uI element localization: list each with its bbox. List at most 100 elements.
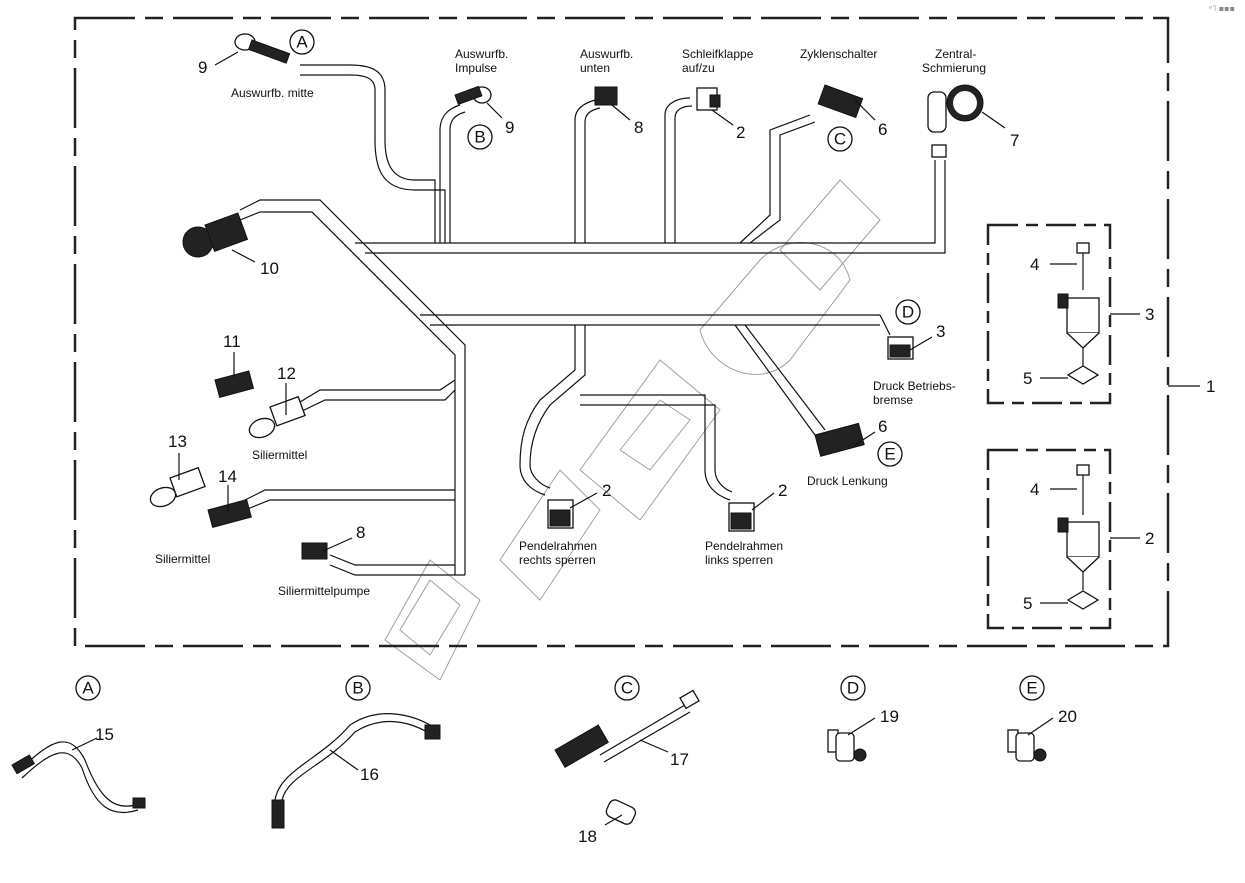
svg-text:4: 4 bbox=[1030, 480, 1039, 499]
callout-11: 11 bbox=[223, 332, 241, 378]
callout-6a: 6 C Zyklenschalter bbox=[800, 47, 887, 152]
svg-text:4: 4 bbox=[1030, 255, 1039, 274]
part-15: 15 bbox=[95, 725, 114, 744]
svg-text:8: 8 bbox=[634, 118, 643, 137]
svg-text:A: A bbox=[82, 679, 94, 698]
callout-13: 13 bbox=[168, 432, 187, 480]
detail-box-3: 4 5 3 bbox=[986, 223, 1154, 405]
svg-text:Schleifklappe: Schleifklappe bbox=[682, 47, 754, 61]
connector-6a[interactable] bbox=[817, 84, 864, 119]
callout-10: 10 bbox=[231, 249, 279, 278]
svg-text:B: B bbox=[474, 128, 485, 147]
connector-8a[interactable] bbox=[594, 86, 618, 106]
label-1: 1 bbox=[1206, 377, 1215, 396]
accessory-A[interactable]: A 15 bbox=[11, 675, 146, 814]
svg-text:rechts sperren: rechts sperren bbox=[519, 553, 596, 567]
svg-text:auf/zu: auf/zu bbox=[682, 61, 715, 75]
callout-9b: 9 B Auswurfb. Impulse bbox=[455, 47, 514, 150]
part-18: 18 bbox=[578, 827, 597, 846]
callout-2a: 2 Schleifklappe auf/zu bbox=[682, 47, 754, 142]
callout-12: 12 Siliermittel bbox=[252, 364, 307, 462]
part-19: 19 bbox=[880, 707, 899, 726]
part-20: 20 bbox=[1058, 707, 1077, 726]
svg-text:Siliermittelpumpe: Siliermittelpumpe bbox=[278, 584, 370, 598]
connector-9a[interactable] bbox=[234, 33, 291, 64]
svg-text:D: D bbox=[902, 303, 914, 322]
svg-text:3: 3 bbox=[936, 322, 945, 341]
connector-11[interactable] bbox=[214, 370, 255, 398]
svg-text:11: 11 bbox=[223, 332, 241, 351]
connector-7[interactable] bbox=[927, 84, 984, 158]
callout-14: 14 Siliermittel bbox=[155, 467, 237, 566]
svg-text:5: 5 bbox=[1023, 369, 1032, 388]
corner-mark: ᵒ˥ ▪▪▪ bbox=[1208, 4, 1235, 13]
svg-text:Siliermittel: Siliermittel bbox=[155, 552, 210, 566]
svg-text:Druck Lenkung: Druck Lenkung bbox=[807, 474, 888, 488]
svg-text:3: 3 bbox=[1145, 305, 1154, 324]
svg-text:Zyklenschalter: Zyklenschalter bbox=[800, 47, 877, 61]
callout-6b: 6 E Druck Lenkung bbox=[807, 417, 903, 488]
svg-text:Auswurfb.: Auswurfb. bbox=[455, 47, 508, 61]
connector-2c[interactable] bbox=[728, 502, 755, 532]
main-trunk bbox=[234, 64, 946, 576]
svg-text:E: E bbox=[884, 445, 895, 464]
accessory-B[interactable]: B 16 bbox=[271, 675, 441, 829]
svg-text:9: 9 bbox=[505, 118, 514, 137]
svg-text:unten: unten bbox=[580, 61, 610, 75]
svg-text:Zentral-: Zentral- bbox=[935, 47, 976, 61]
svg-text:bremse: bremse bbox=[873, 393, 913, 407]
connector-14[interactable] bbox=[207, 499, 252, 528]
svg-text:Schmierung: Schmierung bbox=[922, 61, 986, 75]
svg-text:2: 2 bbox=[1145, 529, 1154, 548]
accessory-C[interactable]: C 17 18 bbox=[554, 675, 700, 846]
caption-auswurfb-mitte: Auswurfb. mitte bbox=[231, 86, 314, 100]
callout-7: 7 Zentral- Schmierung bbox=[922, 47, 1019, 150]
svg-text:Pendelrahmen: Pendelrahmen bbox=[705, 539, 783, 553]
svg-text:13: 13 bbox=[168, 432, 187, 451]
connector-9b[interactable] bbox=[454, 85, 492, 106]
part-17: 17 bbox=[670, 750, 689, 769]
svg-text:8: 8 bbox=[356, 523, 365, 542]
callout-8a: 8 Auswurfb. unten bbox=[580, 47, 643, 137]
svg-text:2: 2 bbox=[602, 481, 611, 500]
accessory-D[interactable]: D 19 bbox=[827, 675, 899, 762]
svg-text:14: 14 bbox=[218, 467, 237, 486]
watermark bbox=[384, 179, 881, 681]
svg-text:7: 7 bbox=[1010, 131, 1019, 150]
callout-2c: 2 Pendelrahmen links sperren bbox=[705, 481, 787, 567]
svg-text:D: D bbox=[847, 679, 859, 698]
callout-3: 3 D Druck Betriebs- bremse bbox=[873, 299, 956, 407]
svg-text:Pendelrahmen: Pendelrahmen bbox=[519, 539, 597, 553]
connector-12[interactable] bbox=[247, 395, 306, 441]
svg-text:6: 6 bbox=[878, 120, 887, 139]
connector-2a[interactable] bbox=[696, 87, 721, 111]
accessory-E[interactable]: E 20 bbox=[1007, 675, 1077, 762]
callout-8b: 8 Siliermittelpumpe bbox=[278, 523, 370, 598]
svg-text:Auswurfb.: Auswurfb. bbox=[580, 47, 633, 61]
svg-text:2: 2 bbox=[778, 481, 787, 500]
svg-text:12: 12 bbox=[277, 364, 296, 383]
svg-text:Impulse: Impulse bbox=[455, 61, 497, 75]
connector-10[interactable] bbox=[182, 212, 249, 258]
svg-text:Druck Betriebs-: Druck Betriebs- bbox=[873, 379, 956, 393]
connector-6b[interactable] bbox=[814, 422, 865, 457]
svg-text:5: 5 bbox=[1023, 594, 1032, 613]
connector-2b[interactable] bbox=[547, 499, 574, 529]
svg-text:9: 9 bbox=[198, 58, 207, 77]
callout-9a: 9 A Auswurfb. mitte bbox=[198, 29, 315, 100]
svg-text:A: A bbox=[296, 33, 308, 52]
part-16: 16 bbox=[360, 765, 379, 784]
connector-13[interactable] bbox=[148, 466, 206, 510]
svg-text:C: C bbox=[834, 130, 846, 149]
connector-3[interactable] bbox=[887, 336, 914, 360]
svg-text:B: B bbox=[352, 679, 363, 698]
svg-text:Siliermittel: Siliermittel bbox=[252, 448, 307, 462]
svg-text:6: 6 bbox=[878, 417, 887, 436]
svg-text:C: C bbox=[621, 679, 633, 698]
harness-frame bbox=[73, 16, 1170, 648]
detail-box-2: 4 5 2 bbox=[986, 448, 1154, 630]
callout-2b: 2 Pendelrahmen rechts sperren bbox=[519, 481, 611, 567]
connector-8b[interactable] bbox=[301, 542, 328, 560]
svg-text:10: 10 bbox=[260, 259, 279, 278]
